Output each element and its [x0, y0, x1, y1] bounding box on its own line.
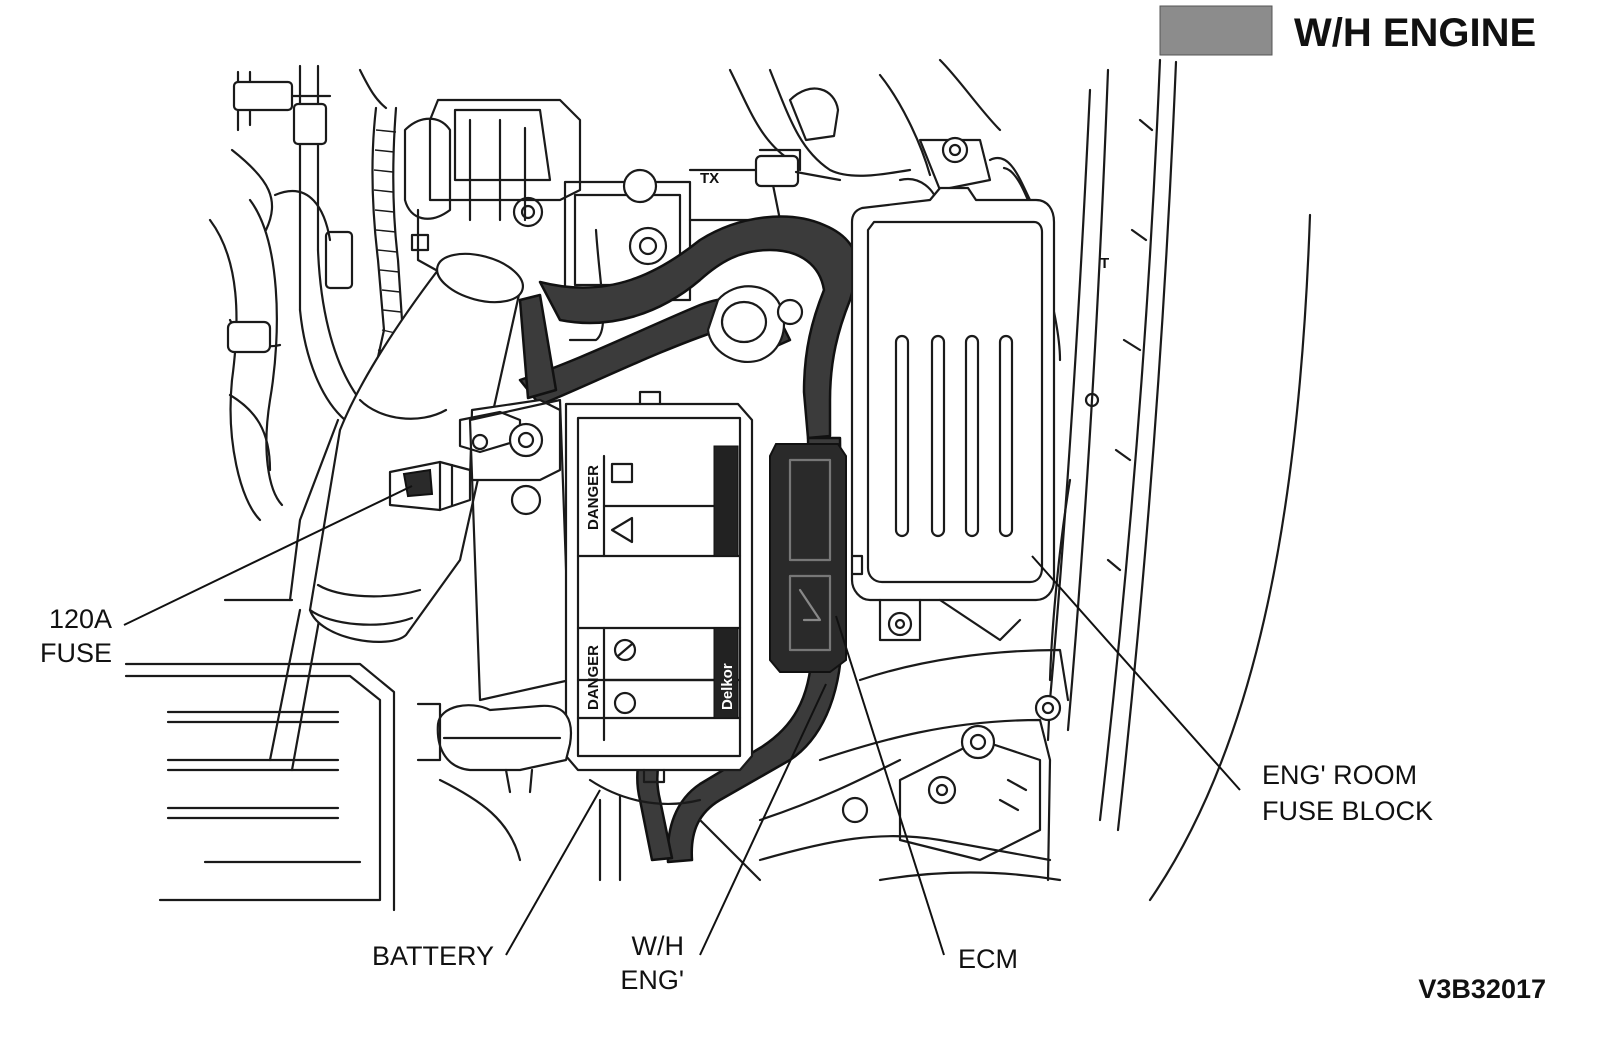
battery-top-grid-2 [713, 627, 739, 719]
battery-danger-label-1: DANGER [585, 465, 602, 530]
right-body-panels: T [1034, 58, 1312, 902]
air-cleaner-box [124, 598, 396, 912]
lower-centre-lines [438, 778, 762, 882]
lower-right-bracket [758, 648, 1070, 882]
battery: DANGER DANGER Delkor [468, 390, 754, 806]
upper-right-components [728, 58, 1062, 362]
label-fuse-block-line2: FUSE BLOCK [1262, 796, 1433, 826]
engine-room-fuse-block [850, 186, 1056, 642]
leader-wh-eng [699, 683, 827, 956]
figure-id: V3B32017 [1418, 974, 1546, 1004]
leader-battery [505, 789, 601, 956]
label-120a-fuse-line1: 120A [49, 604, 112, 634]
leader-fuse-block [1031, 555, 1241, 791]
label-ecm: ECM [958, 944, 1018, 974]
label-battery: BATTERY [372, 941, 494, 971]
leader-lines [123, 485, 1241, 956]
leader-ecm [835, 615, 945, 956]
leader-120a-fuse [123, 485, 413, 626]
battery-brand-logo: Delkor [719, 663, 736, 710]
tx-marking: TX [700, 170, 719, 187]
battery-terminal-cover [416, 702, 572, 794]
page-title: W/H ENGINE [1294, 11, 1536, 55]
label-120a-fuse-line2: FUSE [40, 638, 112, 668]
label-wh-eng-line2: ENG' [620, 965, 684, 995]
t-marking: T [1100, 255, 1109, 272]
transmission-block: TX [403, 98, 782, 342]
ecm-unit [769, 443, 847, 673]
air-intake-tube [308, 252, 524, 643]
title-swatch [1159, 5, 1273, 56]
fuse-120a-holder [388, 398, 562, 512]
left-hoses [208, 64, 404, 772]
battery-top-grid-1 [713, 445, 739, 557]
label-wh-eng-line1: W/H [632, 931, 684, 961]
battery-danger-label-2: DANGER [585, 645, 602, 710]
label-fuse-block-line1: ENG' ROOM [1262, 760, 1417, 790]
